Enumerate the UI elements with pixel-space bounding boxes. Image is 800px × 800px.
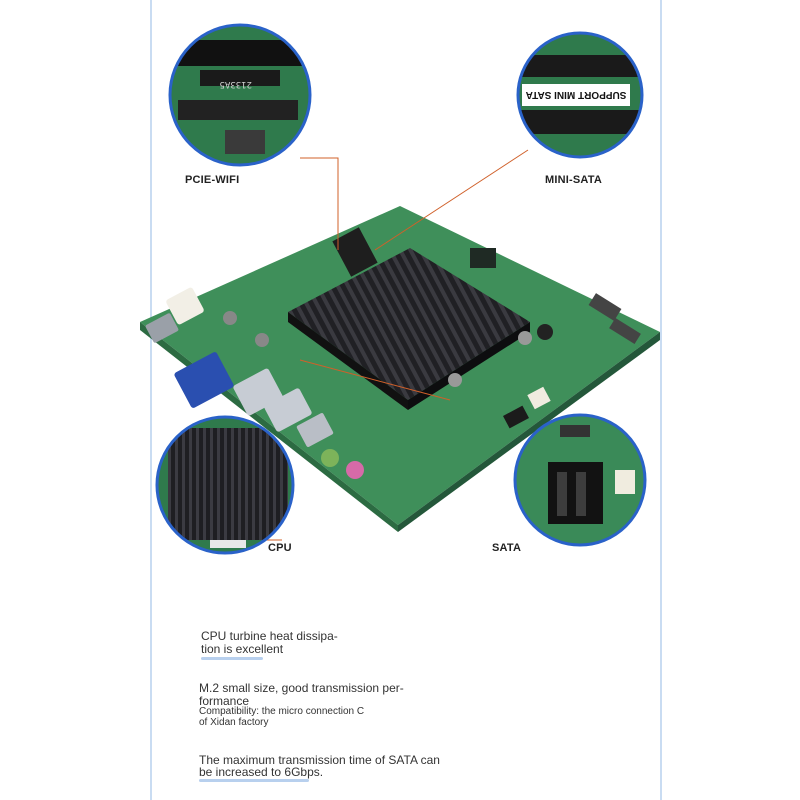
zoom-border-pcie (168, 23, 312, 167)
caption-sata-line1: The maximum transmission time of SATA ca… (199, 753, 440, 767)
cpu-heatsink (288, 248, 530, 410)
label-cpu: CPU (268, 542, 292, 554)
caption-m2-line2: formance (199, 694, 250, 708)
label-mini-sata: MINI-SATA (545, 174, 602, 186)
callout-lines (248, 149, 529, 541)
support-mini-sata-label: SUPPORT MINI SATA (526, 89, 627, 100)
zoom-sata (515, 415, 645, 545)
zoom-mini-sata (518, 33, 642, 157)
caption-underline (199, 779, 309, 782)
caption-cpu-line2: tion is excellent (201, 642, 284, 656)
zoom-border-cpu (155, 415, 295, 555)
board-components (145, 227, 641, 479)
caption-sata-line2: be increased to 6Gbps. (199, 765, 324, 779)
zoom-border-mini-sata (516, 31, 644, 159)
caption-underline (201, 657, 263, 660)
caption-compat-line1: Compatibility: the micro connection C (199, 706, 365, 717)
zoom-cpu (157, 417, 293, 553)
label-pcie-wifi: PCIE-WIFI (185, 174, 240, 186)
caption-cpu-line1: CPU turbine heat dissipa- (201, 629, 338, 643)
caption-m2-line1: M.2 small size, good transmission per- (199, 681, 404, 695)
zoom-border-sata (513, 413, 647, 547)
caption-compat-line2: of Xidan factory (199, 717, 269, 728)
zoom-pcie-wifi (170, 25, 310, 165)
content-frame (150, 0, 662, 800)
label-sata: SATA (492, 542, 522, 554)
chip-code-text: 2133A5 (219, 79, 252, 89)
